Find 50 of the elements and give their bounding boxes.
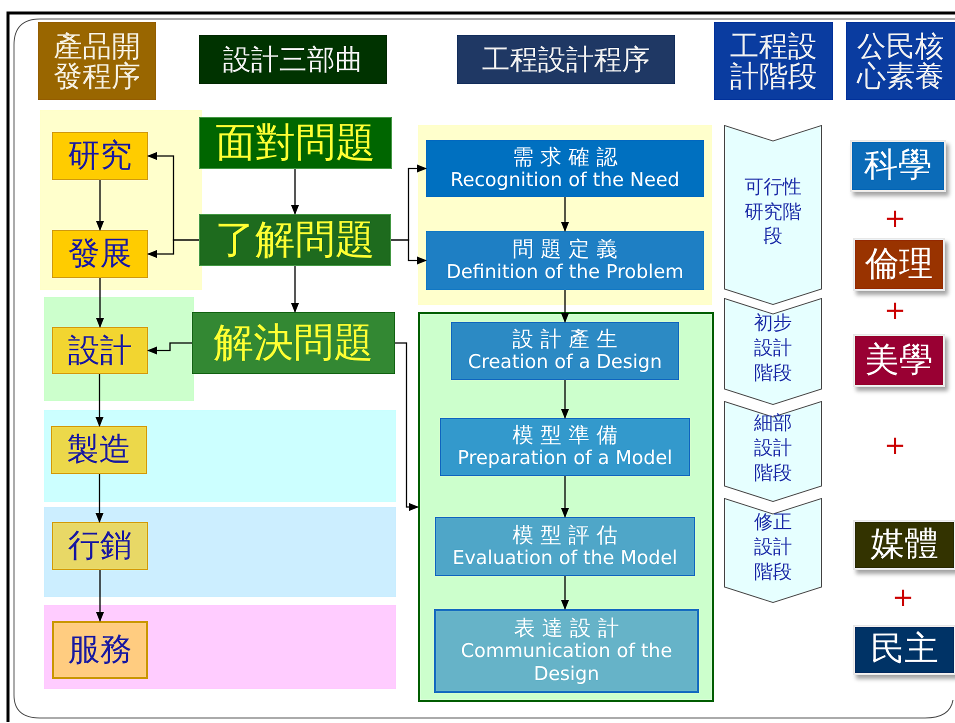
literacy-box: 倫理 [853, 238, 945, 291]
arrow [291, 266, 299, 313]
problem-box: 解決問題 [192, 312, 395, 374]
process-group-box [418, 312, 714, 702]
arrow [96, 180, 104, 231]
arrow [561, 290, 569, 323]
process-box: 模型準備 Preparation of a Model [440, 418, 690, 476]
phase-banner: 可行性研究階段 [724, 125, 822, 305]
heading-box: 設計三部曲 [199, 35, 387, 84]
literacy-box: 媒體 [853, 520, 955, 570]
arrow [561, 576, 569, 610]
arrow [561, 197, 569, 232]
heading-box: 工程設計程序 [457, 35, 675, 84]
arrow [395, 342, 419, 511]
problem-box: 面對問題 [199, 117, 392, 169]
process-box: 問題定義 Definition of the Problem [426, 231, 704, 290]
plus-sign: + [883, 297, 907, 325]
process-box: 模型評估 Evaluation of the Model [435, 517, 695, 576]
arrow [147, 239, 199, 258]
process-box: 設計產生 Creation of a Design [451, 322, 679, 380]
arrow [561, 476, 569, 518]
stage-box: 研究 [52, 132, 148, 180]
heading-box: 公民核心素養 [846, 22, 955, 100]
plus-sign: + [883, 432, 907, 460]
arrow [96, 570, 104, 622]
phase-banner: 修正設計階段 [724, 498, 822, 603]
plus-sign: + [891, 584, 915, 612]
arrow [147, 342, 192, 354]
heading-box: 產品開發程序 [38, 22, 156, 100]
stage-box: 製造 [51, 426, 147, 474]
process-box: 表達設計 Communication of the Design [434, 609, 699, 693]
literacy-box: 科學 [850, 140, 946, 192]
literacy-box: 美學 [853, 334, 945, 387]
arrow [561, 380, 569, 419]
problem-box: 了解問題 [199, 214, 391, 266]
arrow [291, 169, 299, 215]
stage-box: 設計 [52, 327, 148, 374]
heading-box: 工程設計階段 [714, 22, 833, 100]
plus-sign: + [883, 205, 907, 233]
phase-banner: 細部設計階段 [724, 401, 822, 502]
process-box: 需求確認 Recognition of the Need [426, 140, 704, 197]
arrow [96, 374, 104, 427]
arrow [96, 278, 104, 328]
stage-box: 發展 [52, 230, 148, 278]
stage-box: 服務 [52, 621, 148, 679]
arrow [391, 239, 427, 264]
stage-box: 行銷 [52, 522, 148, 570]
arrow [96, 474, 104, 523]
phase-banner: 初步設計階段 [724, 298, 822, 405]
literacy-box: 民主 [853, 625, 955, 675]
